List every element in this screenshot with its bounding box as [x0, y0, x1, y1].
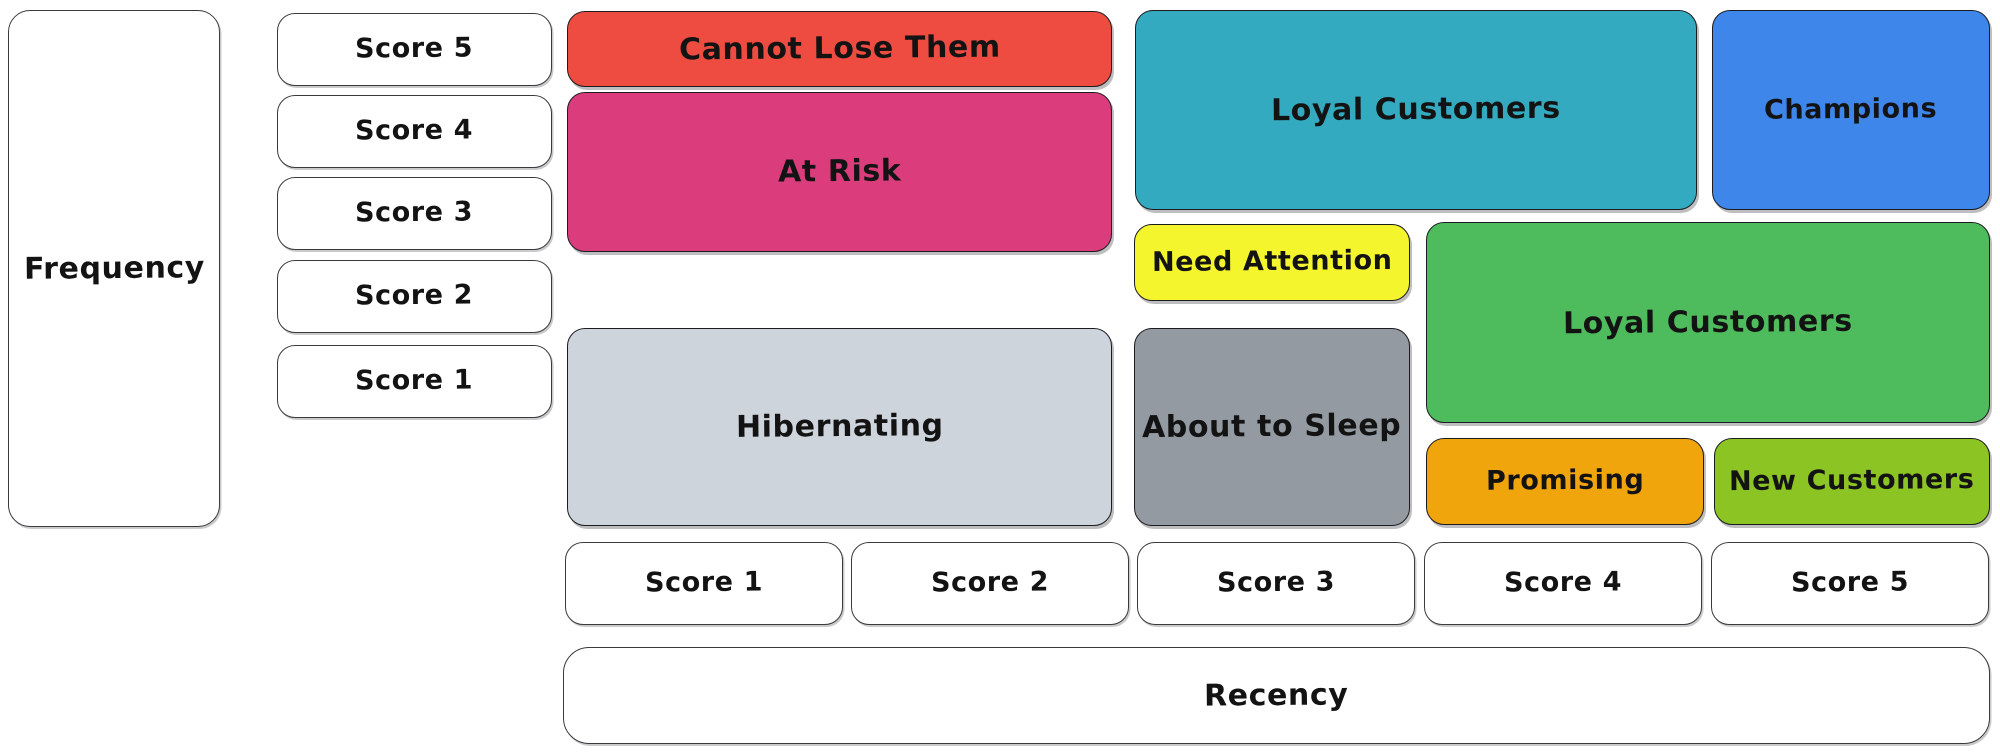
frequency-score-4[interactable]: Score 4 [277, 95, 552, 168]
frequency-score-2-label: Score 2 [355, 279, 474, 312]
frequency-score-1-label: Score 1 [355, 364, 474, 397]
frequency-score-4-label: Score 4 [355, 114, 474, 147]
segment-new-customers-label: New Customers [1729, 464, 1975, 498]
recency-score-3-label: Score 3 [1216, 566, 1336, 599]
recency-axis-box: Recency [563, 647, 1990, 744]
segment-champions-label: Champions [1764, 93, 1938, 126]
frequency-score-3-label: Score 3 [355, 196, 474, 229]
frequency-axis-label: Frequency [23, 249, 205, 287]
segment-about-to-sleep[interactable]: About to Sleep [1134, 328, 1410, 526]
recency-score-3[interactable]: Score 3 [1137, 542, 1415, 625]
recency-axis-label: Recency [1204, 677, 1349, 714]
recency-score-4[interactable]: Score 4 [1424, 542, 1702, 625]
segment-need-attention[interactable]: Need Attention [1134, 224, 1410, 301]
segment-need-attention-label: Need Attention [1151, 245, 1393, 279]
segment-about-to-sleep-label: About to Sleep [1142, 408, 1402, 446]
frequency-score-3[interactable]: Score 3 [277, 177, 552, 250]
segment-promising[interactable]: Promising [1426, 438, 1704, 525]
frequency-score-1[interactable]: Score 1 [277, 345, 552, 418]
segment-cannot-lose-them[interactable]: Cannot Lose Them [567, 11, 1112, 87]
recency-score-5[interactable]: Score 5 [1711, 542, 1989, 625]
segment-loyal-customers-green-label: Loyal Customers [1562, 303, 1853, 342]
frequency-score-2[interactable]: Score 2 [277, 260, 552, 333]
segment-new-customers[interactable]: New Customers [1714, 438, 1990, 525]
segment-at-risk[interactable]: At Risk [567, 92, 1112, 252]
recency-score-1[interactable]: Score 1 [565, 542, 843, 625]
frequency-score-5-label: Score 5 [355, 32, 474, 65]
frequency-axis-box: Frequency [8, 10, 220, 527]
segment-loyal-customers-teal[interactable]: Loyal Customers [1135, 10, 1697, 210]
segment-champions[interactable]: Champions [1712, 10, 1990, 210]
segment-at-risk-label: At Risk [777, 153, 902, 190]
recency-score-1-label: Score 1 [644, 566, 764, 599]
recency-score-4-label: Score 4 [1503, 566, 1623, 599]
segment-hibernating[interactable]: Hibernating [567, 328, 1112, 526]
segment-loyal-customers-teal-label: Loyal Customers [1270, 90, 1561, 129]
frequency-score-5[interactable]: Score 5 [277, 13, 552, 86]
segment-promising-label: Promising [1485, 464, 1645, 498]
segment-hibernating-label: Hibernating [735, 408, 944, 446]
segment-cannot-lose-them-label: Cannot Lose Them [678, 29, 1001, 68]
segment-loyal-customers-green[interactable]: Loyal Customers [1426, 222, 1990, 423]
recency-score-5-label: Score 5 [1790, 566, 1910, 599]
recency-score-2-label: Score 2 [930, 566, 1050, 599]
recency-score-2[interactable]: Score 2 [851, 542, 1129, 625]
